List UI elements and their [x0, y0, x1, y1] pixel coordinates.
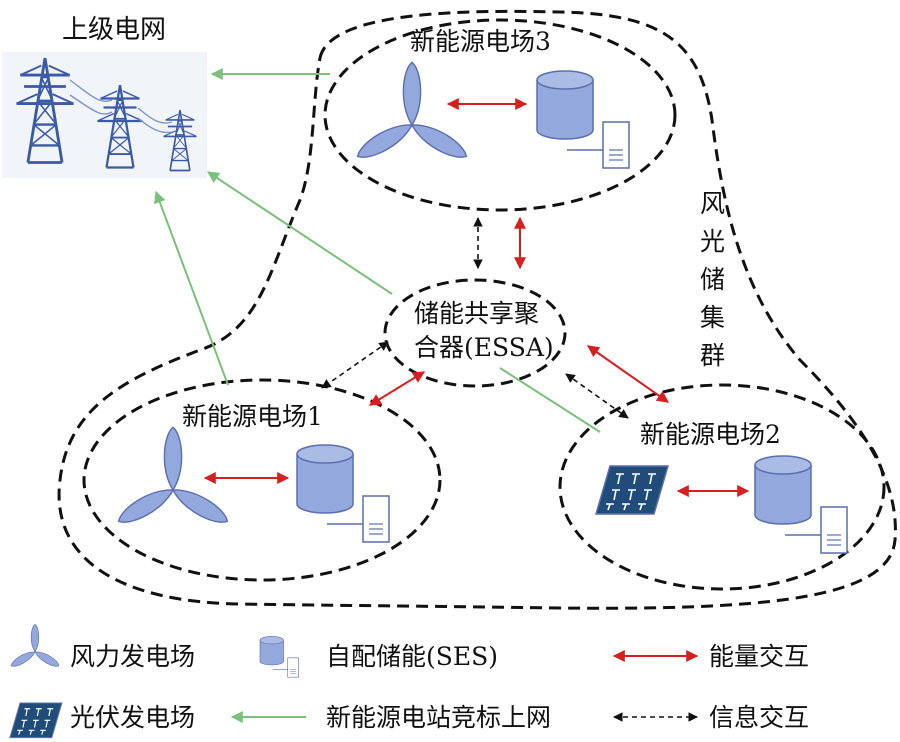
cluster-char-1: 风: [700, 189, 725, 218]
legend: 风力发电场 自配储能(SES) 能量交互 光伏发电场 新能源电站竞标上网 信息交…: [8, 623, 809, 739]
cluster-char-2: 光: [700, 227, 725, 256]
legend-bid-label: 新能源电站竞标上网: [326, 703, 551, 732]
bid-link-farm2-essa: [499, 367, 601, 433]
legend-wind-label: 风力发电场: [70, 642, 195, 671]
energy-arrow-essa-farm1: [368, 371, 426, 406]
wind-turbine-icon: [352, 61, 472, 165]
cluster-char-3: 储: [700, 265, 725, 294]
legend-storage-icon: [259, 636, 299, 678]
bid-arrow-essa-grid: [206, 171, 393, 295]
farm3-label: 新能源电场3: [410, 27, 551, 56]
grid-title: 上级电网: [62, 15, 166, 45]
info-arrow-essa-farm2: [565, 373, 629, 419]
farm1-boundary: [82, 378, 442, 582]
legend-info-label: 信息交互: [709, 703, 809, 732]
farm3-boundary: [323, 18, 677, 212]
farm2-label: 新能源电场2: [640, 420, 781, 449]
pv-panel-icon: [595, 465, 669, 515]
energy-arrow-essa-farm2: [587, 345, 669, 403]
cluster-char-4: 集: [700, 303, 725, 332]
legend-pv-label: 光伏发电场: [70, 703, 195, 732]
info-arrow-essa-farm1: [321, 341, 389, 389]
bid-arrow-farm1-grid: [154, 190, 229, 386]
transmission-tower-icon: [15, 56, 198, 172]
legend-energy-label: 能量交互: [709, 642, 809, 671]
legend-wind-icon: [8, 623, 62, 670]
storage-icon: [536, 70, 630, 169]
legend-pv-icon: [9, 702, 63, 739]
storage-icon: [754, 455, 848, 554]
storage-icon: [296, 444, 390, 543]
legend-storage-label: 自配储能(SES): [326, 642, 498, 671]
essa-label-line1: 储能共享聚: [414, 299, 539, 328]
farm2-boundary: [558, 383, 886, 591]
essa-label-line2: 合器(ESSA): [414, 333, 554, 362]
essa-boundary: [383, 278, 567, 388]
farm1-label: 新能源电场1: [182, 402, 323, 431]
cluster-boundary: [57, 9, 897, 610]
cluster-char-5: 群: [700, 341, 725, 370]
